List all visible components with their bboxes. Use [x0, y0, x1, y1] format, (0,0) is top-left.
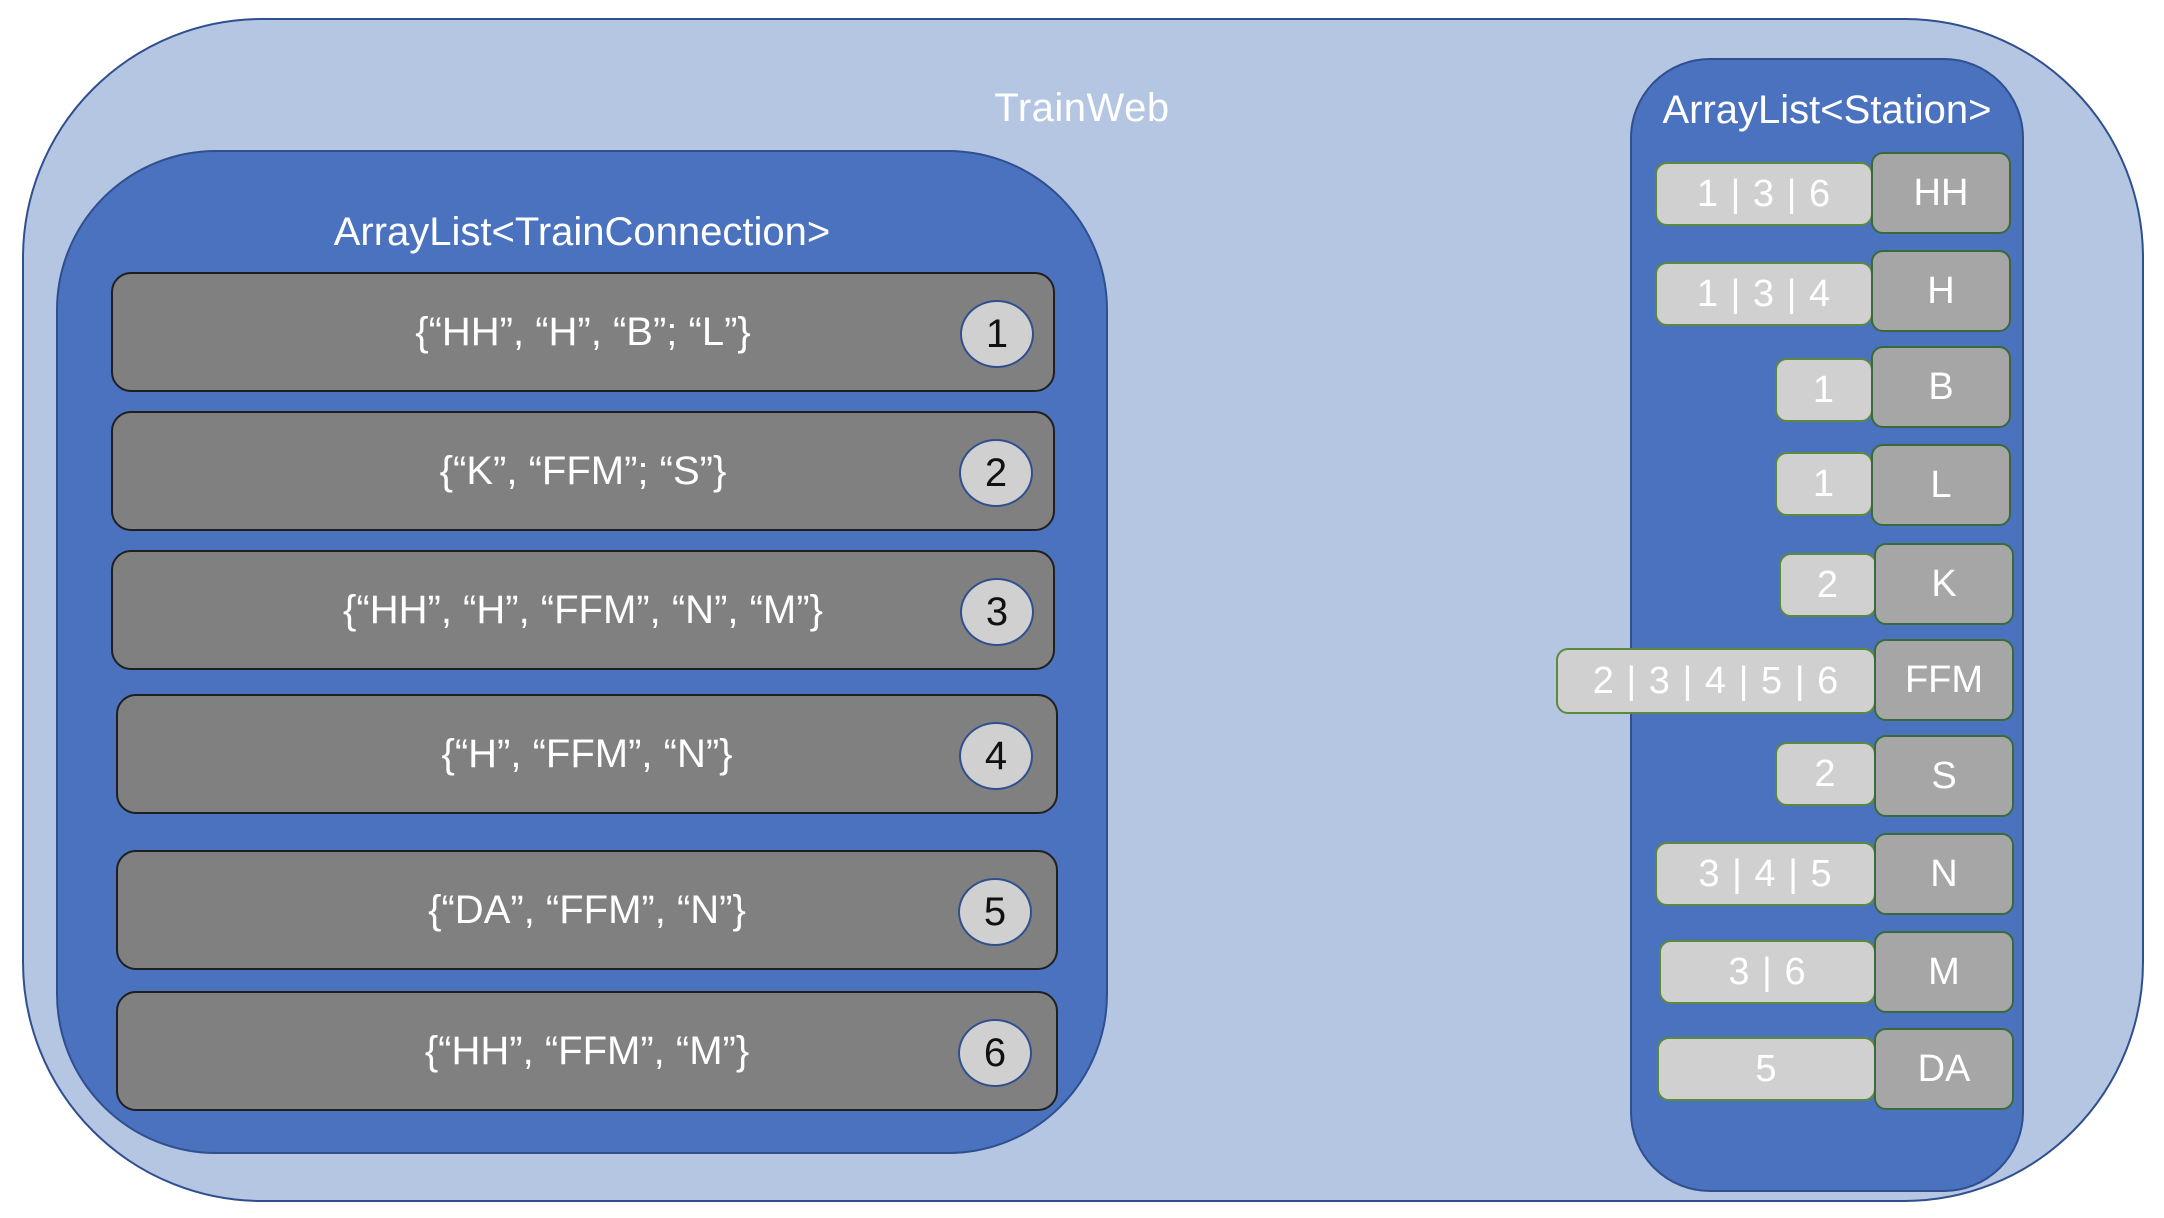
- train-connection-row: {“HH”, “H”, “B”; “L”} 1: [111, 272, 1055, 392]
- station-name: L: [1871, 444, 2011, 526]
- station-name: DA: [1874, 1028, 2014, 1110]
- station-connection-ids: 3 | 6: [1659, 940, 1876, 1004]
- station-name: H: [1871, 250, 2011, 332]
- train-connection-id-badge: 1: [960, 300, 1034, 368]
- station-name: FFM: [1874, 639, 2014, 721]
- train-connection-id-badge: 2: [959, 439, 1033, 507]
- station-connection-ids: 1: [1775, 452, 1873, 516]
- trainweb-title: TrainWeb: [994, 86, 1170, 130]
- station-name: B: [1871, 346, 2011, 428]
- train-connection-row: {“K”, “FFM”; “S”} 2: [111, 411, 1055, 531]
- train-connection-id-badge: 4: [959, 722, 1033, 790]
- station-connection-ids: 1: [1775, 358, 1873, 422]
- train-connection-list-title: ArrayList<TrainConnection>: [333, 210, 831, 254]
- train-connection-id-badge: 5: [958, 878, 1032, 946]
- train-connection-stations: {“K”, “FFM”; “S”}: [439, 448, 727, 493]
- train-connection-id-badge: 6: [958, 1019, 1032, 1087]
- station-list-title: ArrayList<Station>: [1662, 88, 1992, 132]
- station-connection-ids: 1 | 3 | 4: [1655, 262, 1873, 326]
- train-connection-row: {“HH”, “H”, “FFM”, “N”, “M”} 3: [111, 550, 1055, 670]
- station-name: N: [1874, 833, 2014, 915]
- train-connection-row: {“DA”, “FFM”, “N”} 5: [116, 850, 1058, 970]
- train-connection-row: {“HH”, “FFM”, “M”} 6: [116, 991, 1058, 1111]
- train-connection-stations: {“HH”, “H”, “B”; “L”}: [415, 309, 751, 354]
- station-connection-ids: 2: [1775, 742, 1876, 806]
- station-connection-ids: 2: [1779, 553, 1877, 617]
- station-connection-ids: 3 | 4 | 5: [1655, 842, 1876, 906]
- train-connection-stations: {“H”, “FFM”, “N”}: [441, 731, 733, 776]
- station-name: M: [1874, 931, 2014, 1013]
- station-name: HH: [1871, 152, 2011, 234]
- train-connection-stations: {“HH”, “H”, “FFM”, “N”, “M”}: [343, 587, 823, 632]
- station-name: S: [1874, 735, 2014, 817]
- station-connection-ids: 1 | 3 | 6: [1655, 162, 1873, 226]
- station-connection-ids: 5: [1657, 1037, 1876, 1101]
- train-connection-stations: {“HH”, “FFM”, “M”}: [424, 1028, 750, 1073]
- station-connection-ids: 2 | 3 | 4 | 5 | 6: [1556, 648, 1876, 714]
- train-connection-row: {“H”, “FFM”, “N”} 4: [116, 694, 1058, 814]
- train-connection-stations: {“DA”, “FFM”, “N”}: [428, 887, 746, 932]
- station-name: K: [1874, 543, 2014, 625]
- train-connection-id-badge: 3: [960, 578, 1034, 646]
